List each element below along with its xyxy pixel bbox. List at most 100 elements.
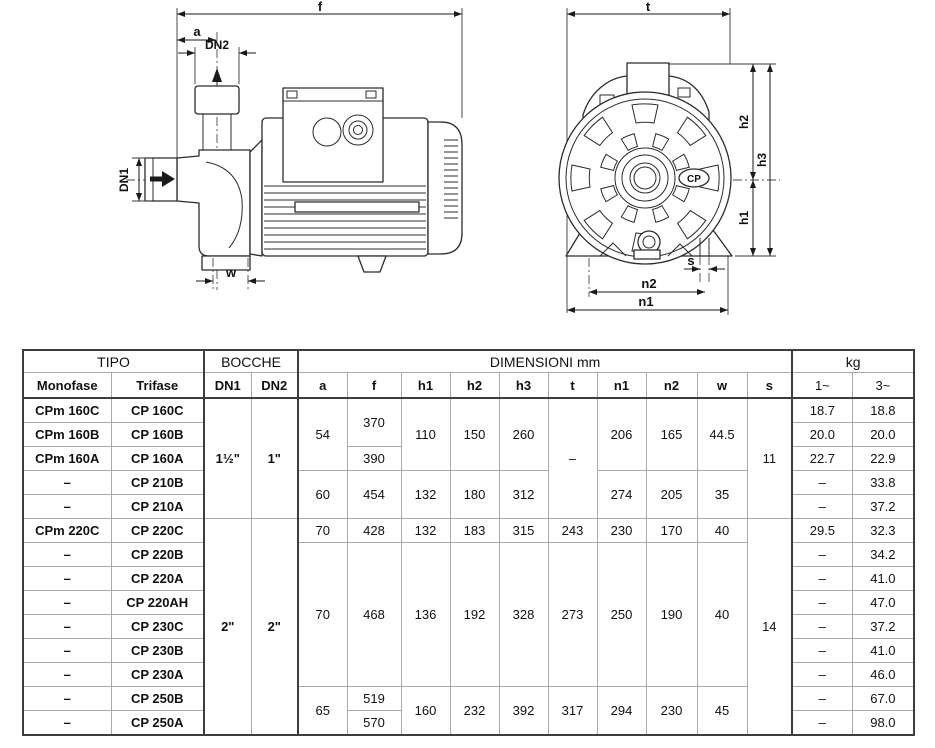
dim-cell-n1: 206 bbox=[596, 397, 647, 471]
kg-cell-3: 67.0 bbox=[851, 686, 915, 711]
dim-cell-f: 519 bbox=[346, 686, 402, 711]
brand-logo: CP bbox=[687, 174, 701, 185]
col-header-h3: h3 bbox=[498, 372, 549, 399]
kg-cell-1: – bbox=[791, 590, 853, 615]
col-header-monofase: Monofase bbox=[22, 372, 112, 399]
col-header-t: t bbox=[547, 372, 598, 399]
kg-cell-3: 18.8 bbox=[851, 397, 915, 423]
table-row: – CP 220A – 41.0 bbox=[22, 566, 915, 591]
col-header-s: s bbox=[746, 372, 794, 399]
terminal-box bbox=[282, 87, 384, 183]
motor-fins bbox=[264, 185, 426, 250]
dim-label-n2: n2 bbox=[641, 276, 656, 291]
kg-cell-1: – bbox=[791, 494, 853, 519]
col-header-kg1: 1~ bbox=[791, 372, 853, 399]
dim-cell-dn1: 1½" bbox=[203, 397, 252, 519]
dim-cell-t: 273 bbox=[547, 542, 598, 687]
dim-cell-a: 70 bbox=[297, 518, 348, 543]
monofase-cell: – bbox=[22, 566, 112, 591]
kg-cell-1: 29.5 bbox=[791, 518, 853, 543]
dim-cell-t: 317 bbox=[547, 686, 598, 736]
dim-cell-h2: 183 bbox=[449, 518, 500, 543]
kg-cell-3: 46.0 bbox=[851, 662, 915, 687]
monofase-cell: CPm 160B bbox=[22, 422, 112, 447]
trifase-cell: CP 160C bbox=[110, 397, 206, 423]
dim-label-dn1: DN1 bbox=[117, 168, 131, 192]
trifase-cell: CP 250B bbox=[110, 686, 206, 711]
dim-cell-f: 428 bbox=[346, 518, 402, 543]
kg-cell-1: – bbox=[791, 686, 853, 711]
kg-cell-3: 47.0 bbox=[851, 590, 915, 615]
monofase-cell: CPm 160A bbox=[22, 446, 112, 471]
table-row: – CP 230B – 41.0 bbox=[22, 638, 915, 663]
dim-cell-f: 390 bbox=[346, 446, 402, 471]
trifase-cell: CP 220C bbox=[110, 518, 206, 543]
group-header-dimensioni: DIMENSIONI mm bbox=[297, 349, 794, 373]
monofase-cell: – bbox=[22, 662, 112, 687]
monofase-cell: – bbox=[22, 710, 112, 736]
table-row: CPm 220C CP 220C 2" 2" 70 428 132 183 31… bbox=[22, 518, 915, 736]
kg-cell-1: – bbox=[791, 710, 853, 736]
trifase-cell: CP 220B bbox=[110, 542, 206, 567]
table-row: – CP 250A 570 – 98.0 bbox=[22, 710, 915, 736]
trifase-cell: CP 230B bbox=[110, 638, 206, 663]
dim-cell-h2: 192 bbox=[449, 542, 500, 687]
monofase-cell: CPm 220C bbox=[22, 518, 112, 543]
dim-cell-w: 35 bbox=[696, 470, 748, 519]
table-row: CPm 160B CP 160B 20.0 20.0 bbox=[22, 422, 915, 447]
dim-cell-h2: 180 bbox=[449, 470, 500, 519]
trifase-cell: CP 230A bbox=[110, 662, 206, 687]
fan-cover-radial-slots bbox=[570, 103, 720, 253]
dim-cell-h3: 315 bbox=[498, 518, 549, 543]
dimension-table: TIPO BOCCHE DIMENSIONI mm kg Monofase Tr… bbox=[22, 349, 916, 736]
dim-cell-a: 54 bbox=[297, 397, 348, 471]
fan-cover-slots bbox=[444, 139, 458, 219]
dim-cell-w: 40 bbox=[696, 518, 748, 543]
kg-cell-3: 33.8 bbox=[851, 470, 915, 495]
kg-cell-3: 41.0 bbox=[851, 566, 915, 591]
dim-cell-h1: 132 bbox=[400, 518, 451, 543]
kg-cell-3: 41.0 bbox=[851, 638, 915, 663]
dim-cell-h3: 328 bbox=[498, 542, 549, 687]
cable-gland bbox=[342, 114, 374, 146]
motor-foot bbox=[357, 255, 387, 273]
dim-label-h3: h3 bbox=[755, 153, 769, 167]
dim-label-h2: h2 bbox=[737, 115, 751, 129]
dim-label-n1: n1 bbox=[638, 294, 653, 309]
dim-cell-h1: 136 bbox=[400, 542, 451, 687]
dim-cell-h3: 392 bbox=[498, 686, 549, 736]
flow-arrow-up-icon bbox=[212, 68, 222, 82]
col-header-dn2: DN2 bbox=[250, 372, 300, 399]
dim-cell-w: 40 bbox=[696, 542, 748, 687]
trifase-cell: CP 220A bbox=[110, 566, 206, 591]
trifase-cell: CP 160B bbox=[110, 422, 206, 447]
dim-label-a: a bbox=[193, 24, 201, 39]
dim-cell-n1: 294 bbox=[596, 686, 647, 736]
dim-cell-dn2: 1" bbox=[250, 397, 300, 519]
trifase-cell: CP 210A bbox=[110, 494, 206, 519]
col-header-h2: h2 bbox=[449, 372, 500, 399]
dim-cell-h2: 232 bbox=[449, 686, 500, 736]
dim-cell-w: 45 bbox=[696, 686, 748, 736]
col-header-a: a bbox=[297, 372, 348, 399]
dim-cell-f: 370 bbox=[346, 397, 402, 447]
table-row: – CP 250B 65 519 160 232 392 317 294 230… bbox=[22, 686, 915, 736]
group-header-kg: kg bbox=[791, 349, 915, 373]
trifase-cell: CP 220AH bbox=[110, 590, 206, 615]
front-view-drawing: t h2 h3 h1 bbox=[558, 0, 780, 315]
monofase-cell: – bbox=[22, 494, 112, 519]
dim-cell-s: 11 bbox=[746, 397, 794, 519]
dim-cell-h1: 110 bbox=[400, 397, 451, 471]
dim-cell-f: 570 bbox=[346, 710, 402, 736]
dim-cell-n2: 230 bbox=[645, 686, 698, 736]
dim-cell-n1: 230 bbox=[596, 518, 647, 543]
dim-cell-dn1: 2" bbox=[203, 518, 252, 736]
dim-label-dn2: DN2 bbox=[205, 38, 229, 52]
dim-cell-n2: 170 bbox=[645, 518, 698, 543]
flow-arrow-in-icon bbox=[162, 171, 175, 187]
col-header-w: w bbox=[696, 372, 748, 399]
group-header-bocche: BOCCHE bbox=[203, 349, 300, 373]
kg-cell-3: 37.2 bbox=[851, 494, 915, 519]
dim-label-s: s bbox=[687, 253, 694, 268]
